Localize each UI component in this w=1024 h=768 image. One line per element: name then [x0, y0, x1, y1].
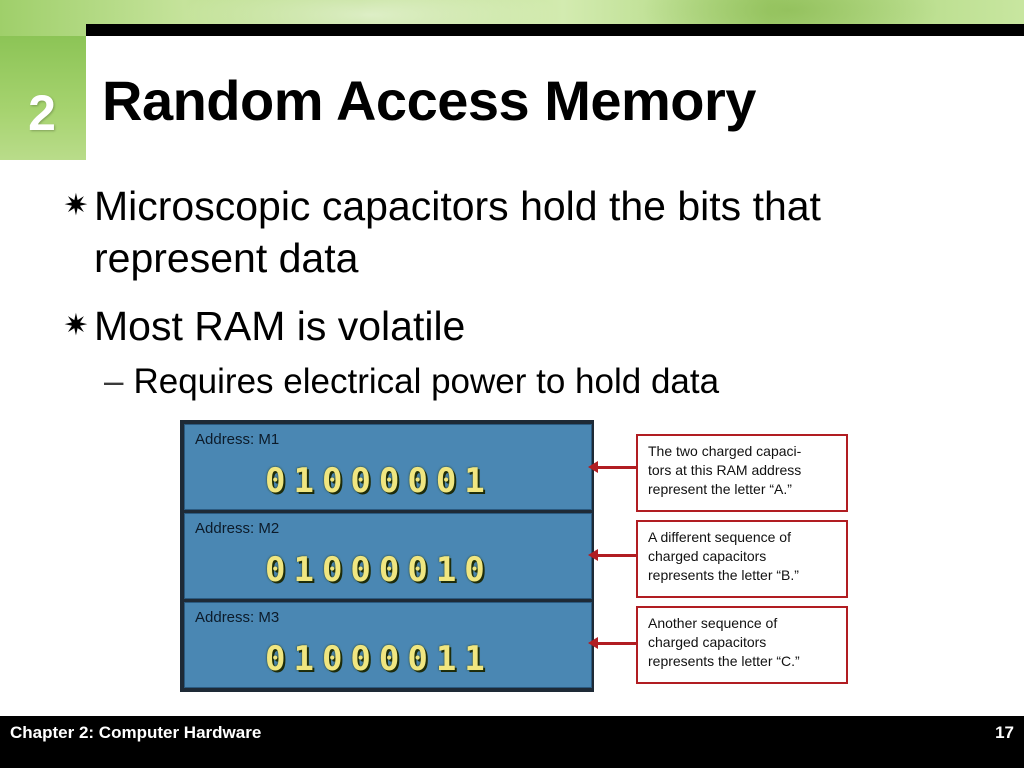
page-number: 17	[995, 723, 1014, 742]
bullet-item: ✷ Most RAM is volatile	[60, 300, 960, 356]
chapter-tab: 2	[0, 36, 86, 160]
bullet-text: Most RAM is volatile	[94, 303, 466, 349]
callout-text: A different sequence of charged capacito…	[648, 529, 799, 583]
asterisk-bullet-icon: ✷	[63, 189, 89, 222]
bullet-item: ✷ Microscopic capacitors hold the bits t…	[60, 180, 960, 290]
header-rule	[86, 24, 1024, 36]
capacitor-bits: 01000001	[265, 461, 493, 501]
chapter-number: 2	[28, 85, 56, 141]
bullet-text: Microscopic capacitors hold the bits tha…	[94, 183, 821, 281]
asterisk-bullet-icon: ✷	[63, 309, 89, 342]
ram-capacitor-figure: Address: M1 01000001 Address: M2 0100001…	[180, 420, 860, 692]
pointer-arrow	[588, 461, 636, 473]
footer-chapter-label: Chapter 2: Computer Hardware	[10, 723, 262, 742]
bullet-list: ✷ Microscopic capacitors hold the bits t…	[60, 180, 960, 404]
memory-row: Address: M2 01000010	[184, 513, 592, 599]
address-label: Address: M1	[195, 431, 280, 448]
callout-text: The two charged capaci- tors at this RAM…	[648, 443, 802, 497]
pointer-arrow	[588, 637, 636, 649]
callout-box: The two charged capaci- tors at this RAM…	[636, 434, 848, 512]
memory-row: Address: M3 01000011	[184, 602, 592, 688]
capacitor-bits: 01000011	[265, 639, 493, 679]
slide-footer: Chapter 2: Computer Hardware 17	[0, 716, 1024, 768]
capacitor-bits: 01000010	[265, 550, 493, 590]
callout-text: Another sequence of charged capacitors r…	[648, 615, 800, 669]
address-label: Address: M3	[195, 609, 280, 626]
sub-bullet-item: –Requires electrical power to hold data	[104, 360, 960, 404]
slide-title: Random Access Memory	[102, 69, 756, 132]
sub-bullet-text: Requires electrical power to hold data	[133, 362, 720, 401]
pointer-arrow	[588, 549, 636, 561]
address-label: Address: M2	[195, 520, 280, 537]
memory-row: Address: M1 01000001	[184, 424, 592, 510]
dash-bullet: –	[104, 362, 124, 401]
memory-block: Address: M1 01000001 Address: M2 0100001…	[180, 420, 594, 692]
callout-box: A different sequence of charged capacito…	[636, 520, 848, 598]
callout-box: Another sequence of charged capacitors r…	[636, 606, 848, 684]
